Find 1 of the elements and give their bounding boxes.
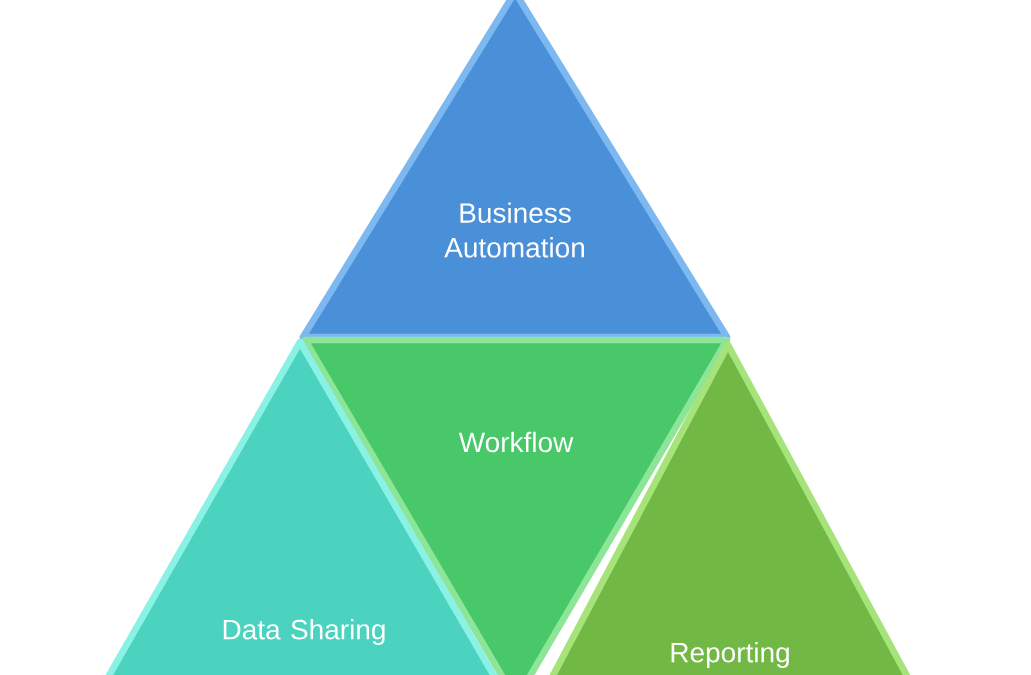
triangle-segment: Business Automation — [299, 0, 731, 341]
